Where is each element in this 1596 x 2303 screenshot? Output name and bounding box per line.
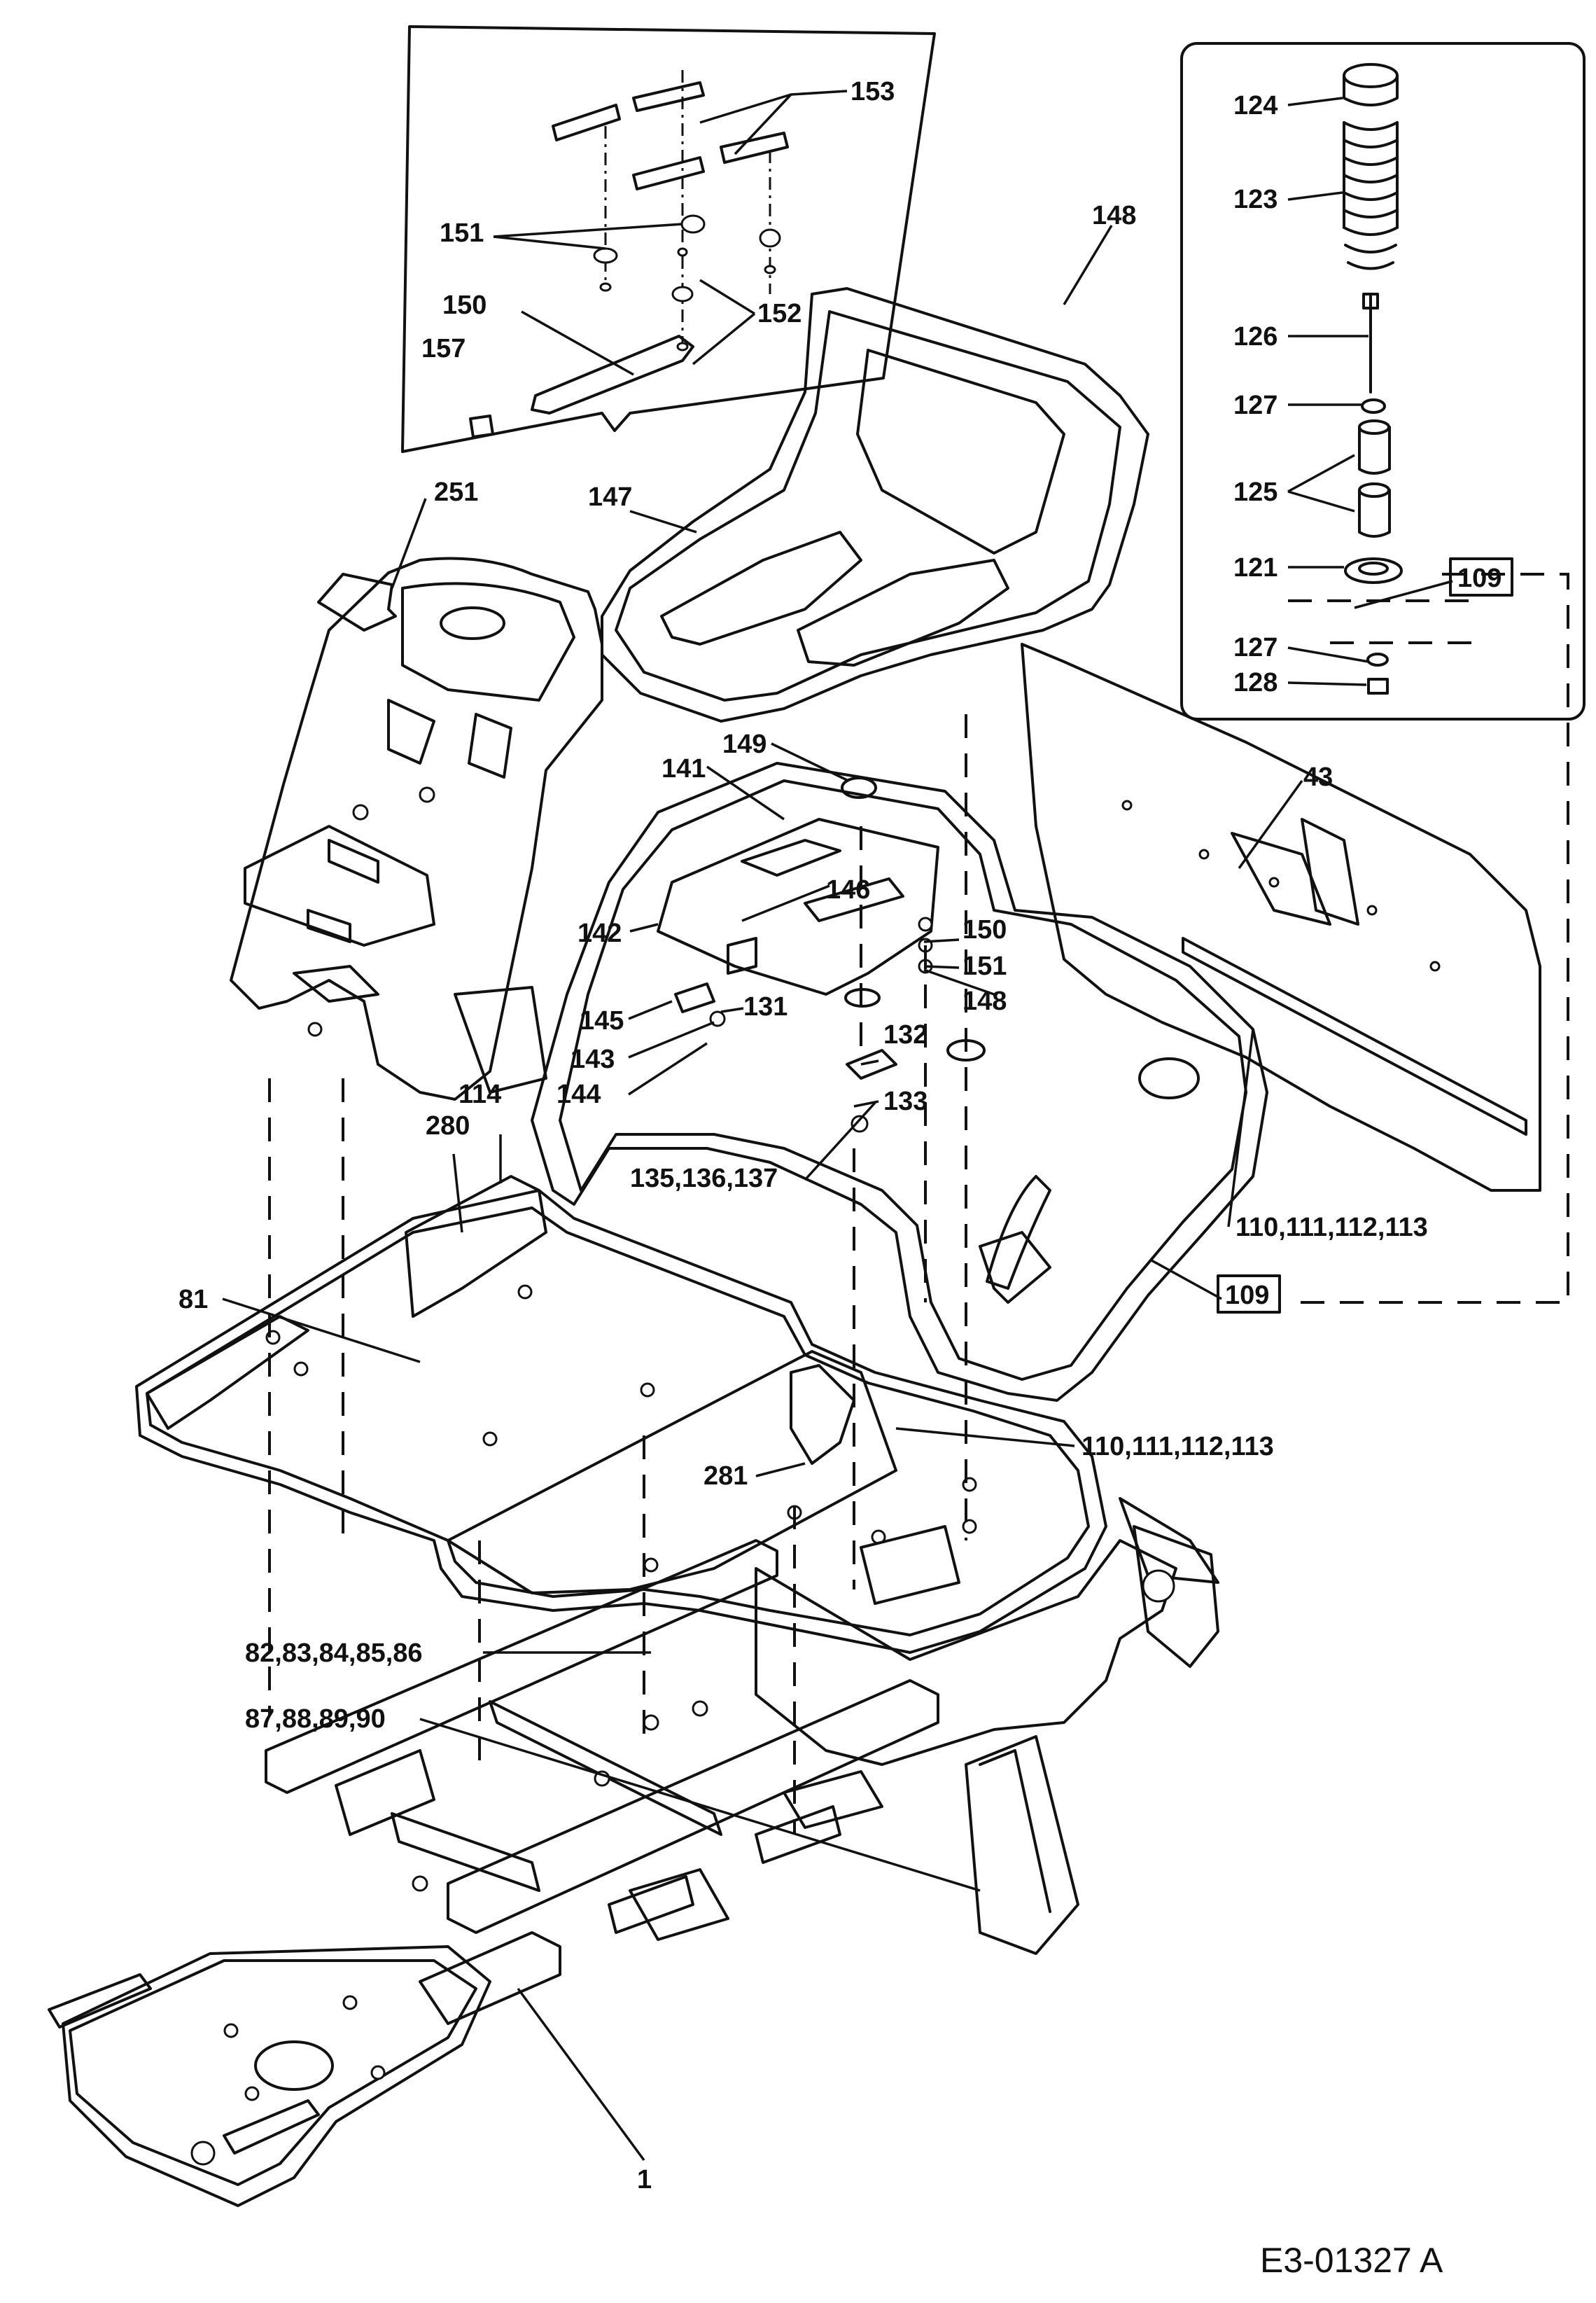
side-panel: [1021, 643, 1541, 1192]
fender-shroud: [531, 762, 1268, 1402]
callout-281: 281: [704, 1461, 748, 1491]
callout-87-88-89-90: 87,88,89,90: [245, 1704, 386, 1734]
callout-109-box: [1449, 557, 1513, 597]
callout-127: 127: [1233, 391, 1278, 420]
callout-141: 141: [662, 754, 706, 784]
callout-152: 152: [757, 299, 802, 328]
drawing-code: E3-01327 A: [1260, 2241, 1443, 2280]
callout-121: 121: [1233, 553, 1278, 583]
callout-124: 124: [1233, 91, 1278, 120]
assembly-lines: [268, 573, 1569, 1835]
callout-81: 81: [178, 1285, 208, 1314]
footrest-platform: [135, 1175, 1219, 1766]
callout-133: 133: [883, 1087, 927, 1116]
callout-149: 149: [722, 730, 766, 759]
callout-151-lower: 151: [962, 952, 1007, 981]
callout-128: 128: [1233, 668, 1278, 697]
main-frame: [48, 1539, 1079, 2207]
callout-123: 123: [1233, 185, 1278, 214]
callout-280: 280: [426, 1111, 470, 1141]
callout-127-lower: 127: [1233, 633, 1278, 662]
callout-142: 142: [578, 919, 622, 948]
console-tower: [230, 557, 603, 1101]
callout-144: 144: [556, 1080, 601, 1109]
callout-143: 143: [570, 1045, 615, 1074]
callout-110-111-112-113-upper: 110,111,112,113: [1236, 1213, 1428, 1242]
leader-lines: [222, 90, 1453, 2162]
callout-109-lower: 109: [1225, 1281, 1269, 1310]
callout-145: 145: [580, 1006, 624, 1036]
callout-109: 109: [1457, 564, 1502, 593]
callout-114: 114: [458, 1080, 501, 1109]
callout-148: 148: [1092, 201, 1136, 230]
callout-labels: 153 151 152 150 157 147 148 251 124 123 …: [178, 77, 1513, 2280]
callout-150: 150: [442, 291, 486, 320]
callout-82-83-84-85-86: 82,83,84,85,86: [245, 1638, 423, 1668]
seat: [601, 287, 1149, 723]
inset-seat-suspension: [1180, 42, 1586, 721]
callout-153: 153: [850, 77, 895, 106]
callout-1: 1: [637, 2165, 652, 2194]
callout-125: 125: [1233, 478, 1278, 507]
callout-151: 151: [440, 218, 484, 248]
callout-109-lower-box: [1217, 1274, 1281, 1314]
callout-146: 146: [826, 875, 870, 905]
callout-131: 131: [743, 992, 788, 1022]
callout-251: 251: [434, 478, 478, 507]
callout-148-lower: 148: [962, 987, 1007, 1016]
callout-135-136-137: 135,136,137: [630, 1164, 778, 1193]
callout-126: 126: [1233, 322, 1278, 352]
callout-147: 147: [588, 482, 632, 512]
inset-seat-hardware: [401, 25, 936, 453]
callout-43: 43: [1303, 763, 1333, 792]
callout-150-lower: 150: [962, 915, 1007, 945]
callout-132: 132: [883, 1020, 927, 1050]
callout-157: 157: [421, 334, 465, 363]
callout-110-111-112-113-lower: 110,111,112,113: [1082, 1432, 1274, 1461]
